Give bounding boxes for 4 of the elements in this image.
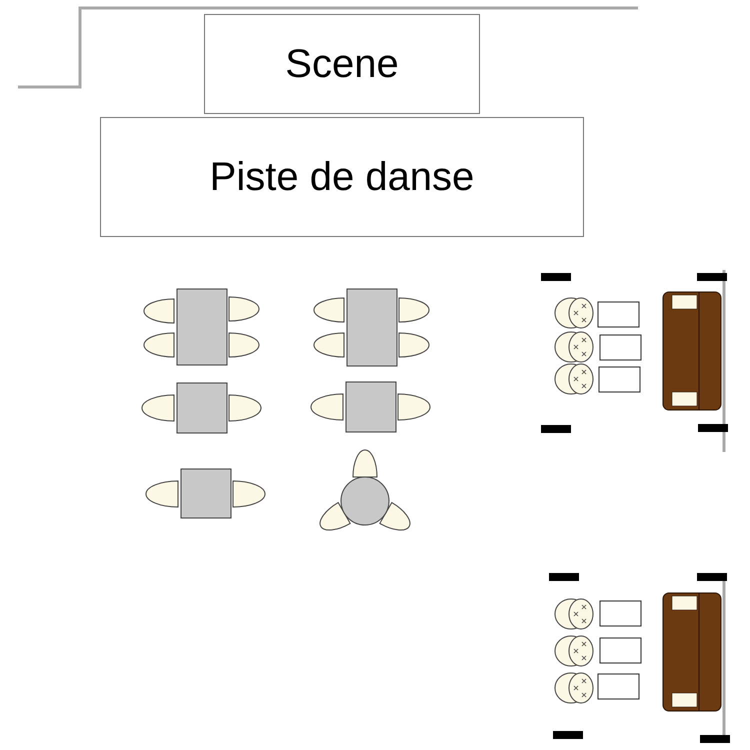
room-label: Scene — [285, 42, 399, 86]
dance-floor-box — [100, 117, 584, 237]
stage-box — [204, 14, 480, 114]
room-label: Piste de danse — [210, 154, 474, 200]
